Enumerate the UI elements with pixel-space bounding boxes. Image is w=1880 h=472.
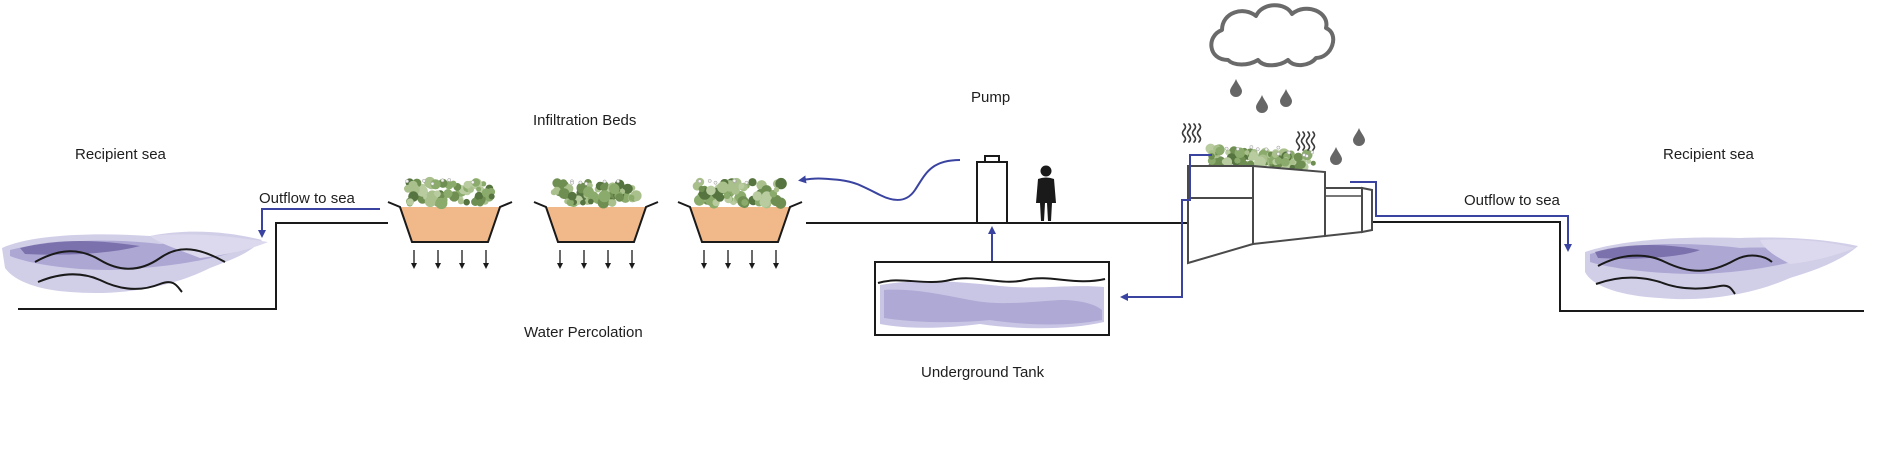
infiltration-bed — [387, 176, 513, 269]
heat-wave-icon — [1181, 123, 1316, 151]
infiltration-bed — [533, 178, 659, 269]
plant-icon — [550, 178, 642, 209]
plant-icon — [692, 177, 787, 209]
sea-water-right — [1585, 237, 1858, 300]
raindrop-icon — [1230, 79, 1365, 165]
infiltration-bed — [677, 177, 803, 269]
plant-icon — [404, 176, 496, 210]
pump-outflow-arrow — [798, 159, 961, 201]
water-percolation-label: Water Percolation — [524, 324, 643, 341]
pump-label: Pump — [971, 89, 1011, 106]
cloud-icon — [1209, 3, 1336, 68]
wave-lines-right — [1595, 254, 1773, 295]
building — [1187, 143, 1373, 265]
roof-runoff-arrow — [1120, 154, 1212, 301]
wave-lines-left — [34, 248, 226, 293]
pump-icon — [976, 155, 1008, 224]
underground-tank — [874, 261, 1110, 336]
sea-water-left — [2, 231, 268, 293]
outflow-left-label: Outflow to sea — [259, 190, 355, 207]
infiltration-beds — [387, 176, 803, 269]
outflow-arrow-right — [1350, 181, 1572, 252]
recipient-sea-right-label: Recipient sea — [1663, 146, 1754, 163]
person-icon — [1036, 165, 1056, 221]
outflow-arrow-left — [258, 208, 380, 238]
underground-tank-label: Underground Tank — [921, 364, 1045, 381]
outflow-right-label: Outflow to sea — [1464, 192, 1560, 209]
recipient-sea-left-label: Recipient sea — [75, 146, 166, 163]
infiltration-beds-label: Infiltration Beds — [533, 112, 637, 129]
